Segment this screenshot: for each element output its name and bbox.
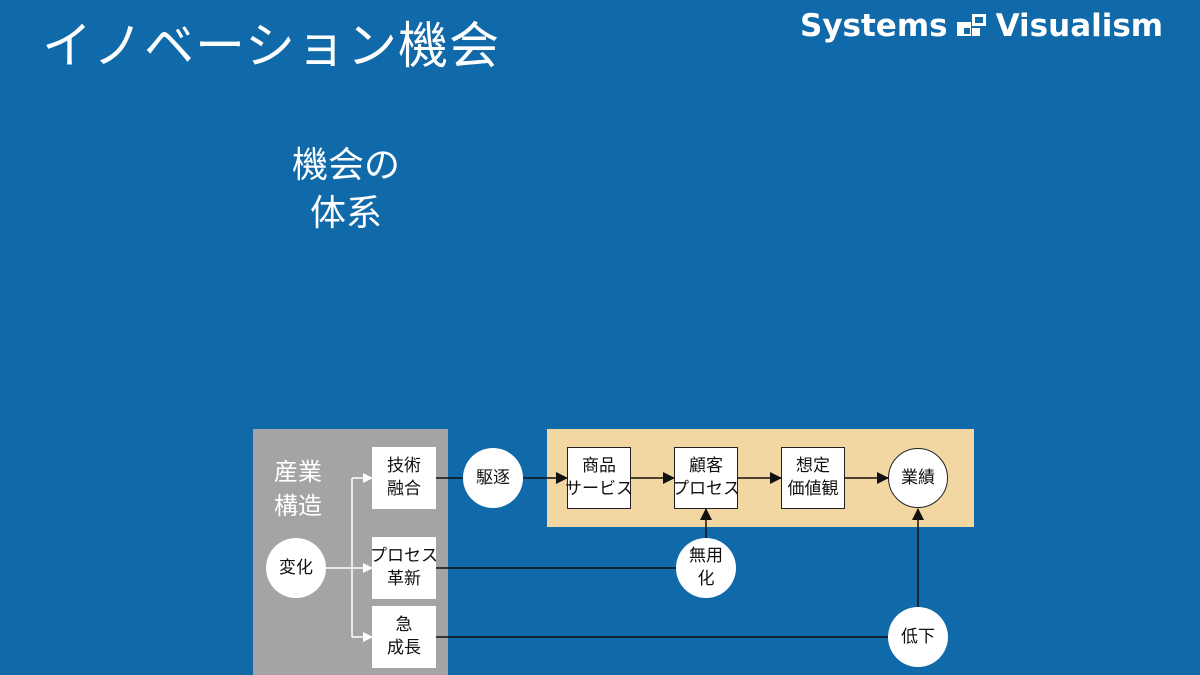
page-title: イノベーション機会 bbox=[42, 17, 500, 75]
obsolescence-node: 無用 化 bbox=[676, 538, 736, 598]
product-label-line-1: 商品 bbox=[582, 456, 616, 476]
tech-label-line-1: 技術 bbox=[387, 456, 421, 476]
assumed-values-node: 想定 価値観 bbox=[781, 447, 845, 509]
drive-label: 駆逐 bbox=[476, 467, 510, 488]
group-label-line-1: 産業 bbox=[274, 458, 322, 486]
drive-out-node: 駆逐 bbox=[463, 448, 523, 508]
performance-node: 業績 bbox=[888, 448, 948, 508]
logo-word-visualism: Visualism bbox=[995, 8, 1164, 44]
tech-fusion-node: 技術 融合 bbox=[372, 447, 436, 509]
logo-word-systems: Systems bbox=[800, 8, 948, 44]
values-label-line-2: 価値観 bbox=[787, 479, 839, 499]
product-service-node: 商品 サービス bbox=[565, 447, 633, 509]
change-label: 変化 bbox=[279, 557, 313, 578]
subtitle-line-2: 体系 bbox=[309, 193, 382, 234]
industry-structure-label: 産業 構造 bbox=[258, 455, 338, 523]
values-label-line-1: 想定 bbox=[796, 456, 830, 476]
process-label-line-1: プロセス bbox=[370, 546, 438, 566]
section-subtitle: 機会の 体系 bbox=[246, 142, 446, 238]
decline-node: 低下 bbox=[888, 607, 948, 667]
tech-label-line-2: 融合 bbox=[387, 479, 421, 499]
obsolete-label-line-1: 無用 bbox=[689, 546, 723, 566]
performance-label: 業績 bbox=[901, 467, 935, 488]
brand-logo: Systems Visualism bbox=[800, 6, 1163, 46]
subtitle-line-1: 機会の bbox=[291, 145, 400, 186]
growth-label-line-1: 急 bbox=[395, 615, 413, 635]
growth-label-line-2: 成長 bbox=[387, 638, 421, 658]
group-label-line-2: 構造 bbox=[274, 492, 322, 520]
customer-process-node: 顧客 プロセス bbox=[672, 447, 740, 509]
customer-label-line-1: 顧客 bbox=[689, 456, 723, 476]
process-innovation-node: プロセス 革新 bbox=[370, 537, 438, 599]
decline-label: 低下 bbox=[901, 626, 935, 647]
customer-label-line-2: プロセス bbox=[672, 479, 740, 499]
product-label-line-2: サービス bbox=[565, 479, 633, 499]
change-node: 変化 bbox=[266, 538, 326, 598]
logo-mark-icon bbox=[956, 12, 988, 40]
obsolete-label-line-2: 化 bbox=[697, 569, 715, 589]
rapid-growth-node: 急 成長 bbox=[372, 606, 436, 668]
process-label-line-2: 革新 bbox=[387, 569, 421, 589]
